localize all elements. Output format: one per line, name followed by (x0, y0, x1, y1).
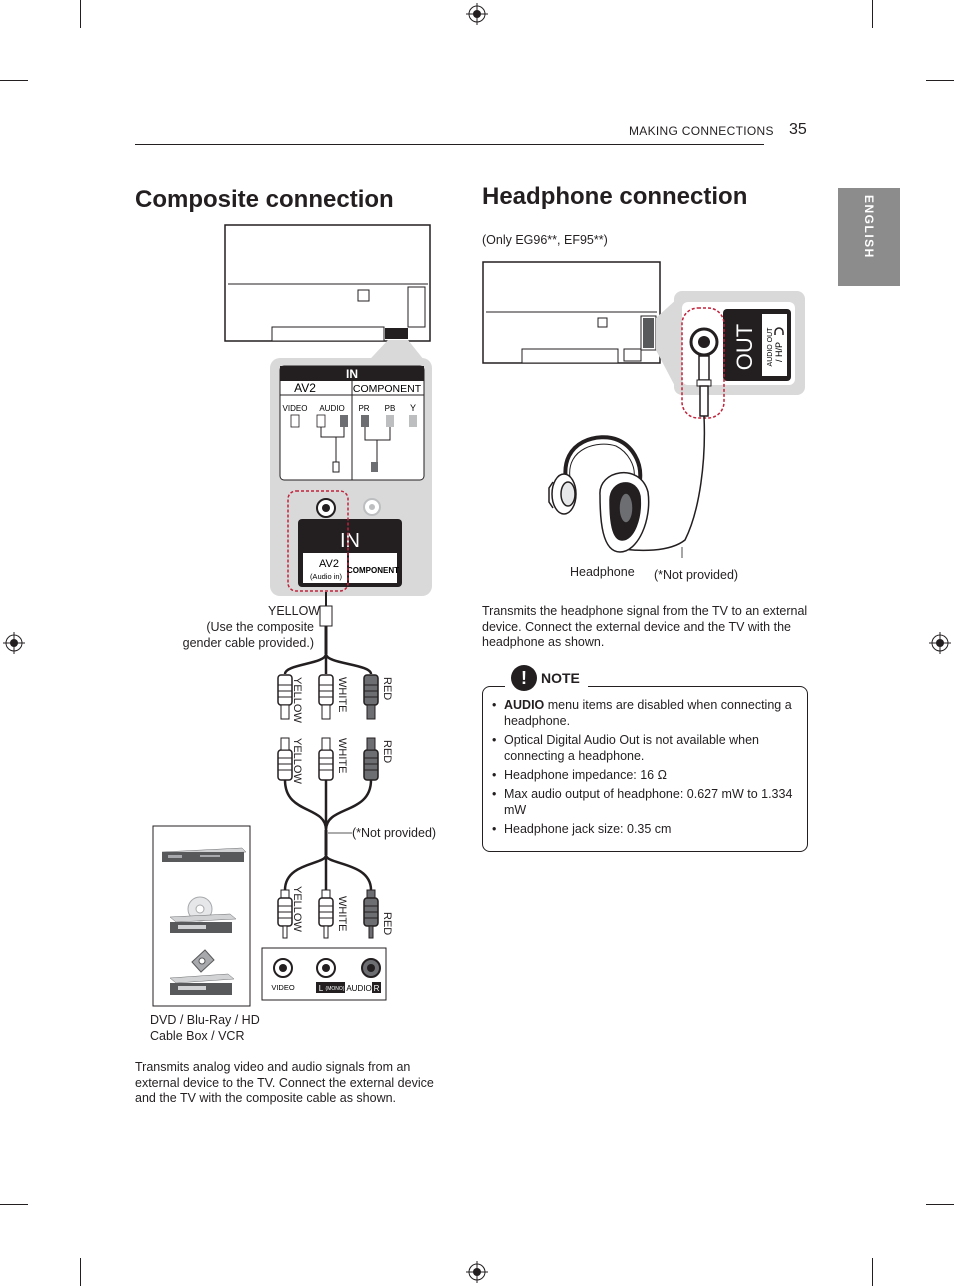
cable-label-red-3: RED (381, 912, 393, 935)
crop-mark (80, 0, 81, 28)
panel-component-label: COMPONENT (353, 383, 422, 395)
headphone-models: (Only EG96**, EF95**) (482, 233, 608, 247)
crop-mark (926, 80, 954, 81)
device-right-label: R (374, 984, 380, 993)
note-item-bold: AUDIO (504, 698, 545, 712)
note-item-text: Max audio output of headphone: 0.627 mW … (504, 787, 793, 817)
tv-back (224, 224, 431, 342)
header-divider (135, 144, 764, 145)
panel-in-label: IN (346, 367, 358, 381)
blu-ray-player-icon (169, 896, 237, 933)
note-item: Max audio output of headphone: 0.627 mW … (492, 786, 798, 818)
highlight-box (287, 490, 349, 592)
panel-y-label: Y (410, 403, 416, 413)
crop-mark (926, 1204, 954, 1205)
yellow-cable-label: YELLOW (268, 604, 321, 618)
cable-label-red-2: RED (381, 740, 393, 763)
note-box (482, 686, 808, 852)
crop-mark (872, 0, 873, 28)
tv-back-headphone (482, 261, 661, 364)
headphone-not-provided: (*Not provided) (654, 568, 739, 582)
panel-pr-label: PR (358, 404, 369, 413)
jack-out-label: OUT (732, 324, 757, 370)
headphone-diagram: OUT AUDIO OUT / H/P (482, 261, 805, 558)
registration-mark-icon (3, 632, 25, 654)
vcr-icon (169, 949, 235, 995)
device-video-label: VIDEO (271, 983, 295, 992)
language-tab-label: ENGLISH (862, 195, 876, 259)
headphone-label: Headphone (570, 565, 635, 579)
device-mono-label: (MONO) (326, 986, 345, 992)
note-list: AUDIO menu items are disabled when conne… (492, 697, 798, 840)
crop-mark (0, 80, 28, 81)
jack-hp-label: / H/P (774, 342, 784, 362)
section-title: MAKING CONNECTIONS (629, 124, 774, 138)
note-item-text: menu items are disabled when connecting … (504, 698, 792, 728)
cable-label-white-3: WHITE (336, 896, 348, 931)
panel-av2-label: AV2 (294, 381, 316, 395)
cable-label-yellow-2: YELLOW (291, 738, 303, 784)
crop-mark (0, 1204, 28, 1205)
headphone-icon (548, 435, 650, 553)
note-item: Headphone jack size: 0.35 cm (492, 821, 798, 837)
registration-mark-icon (929, 632, 951, 654)
note-item: Optical Digital Audio Out is not availab… (492, 732, 798, 764)
jack-audio-out-label: AUDIO OUT (767, 327, 774, 367)
cable-label-yellow-3: YELLOW (291, 886, 303, 932)
note-item-text: Headphone impedance: 16 Ω (504, 768, 667, 782)
gender-cable-note: (Use the composite gender cable provided… (182, 620, 314, 650)
panel-component-small-label: COMPONENT (347, 566, 399, 575)
language-tab: ENGLISH (838, 188, 900, 286)
headphone-description: Transmits the headphone signal from the … (482, 604, 808, 649)
composite-not-provided: (*Not provided) (352, 826, 437, 840)
composite-description: Transmits analog video and audio signals… (135, 1060, 434, 1105)
highlight-box-headphone (681, 307, 725, 419)
headphone-symbol-icon (774, 327, 784, 335)
panel-video-label: VIDEO (283, 404, 308, 413)
cable-label-red-1: RED (381, 677, 393, 700)
crop-mark (80, 1258, 81, 1286)
device-audio-label: AUDIO (346, 984, 371, 993)
headphone-title: Headphone connection (482, 183, 748, 210)
rca-plug-set-lower (277, 889, 379, 939)
note-item-text: Headphone jack size: 0.35 cm (504, 822, 672, 836)
cable-label-yellow-1: YELLOW (291, 677, 303, 723)
note-label: NOTE (541, 670, 580, 686)
note-item: AUDIO menu items are disabled when conne… (492, 697, 798, 729)
panel-in-large-label: IN (340, 530, 360, 552)
panel-pb-label: PB (385, 404, 396, 413)
cable-label-white-2: WHITE (336, 738, 348, 773)
device-left-label: L (319, 984, 324, 993)
panel-audio-in-label: (Audio in) (310, 572, 343, 581)
composite-title: Composite connection (135, 186, 394, 213)
rca-plug-set-upper (277, 674, 379, 720)
registration-mark-icon (466, 1261, 488, 1283)
note-item-text: Optical Digital Audio Out is not availab… (504, 733, 760, 763)
note-header: ! NOTE (505, 665, 588, 691)
zoom-callout-headphone (656, 298, 678, 392)
registration-mark-icon (466, 3, 488, 25)
composite-diagram: IN AV2 COMPONENT VIDEO AUDIO PR PB Y IN … (152, 224, 432, 1007)
page-number: 35 (789, 121, 807, 138)
cable-label-white-1: WHITE (336, 677, 348, 712)
panel-audio-label: AUDIO (319, 404, 344, 413)
exclamation-icon: ! (511, 665, 537, 691)
dvd-player-icon (161, 847, 247, 862)
panel-av2-small-label: AV2 (319, 558, 339, 570)
crop-mark (872, 1258, 873, 1286)
device-caption: DVD / Blu-Ray / HD Cable Box / VCR (150, 1013, 260, 1043)
note-item: Headphone impedance: 16 Ω (492, 767, 798, 783)
